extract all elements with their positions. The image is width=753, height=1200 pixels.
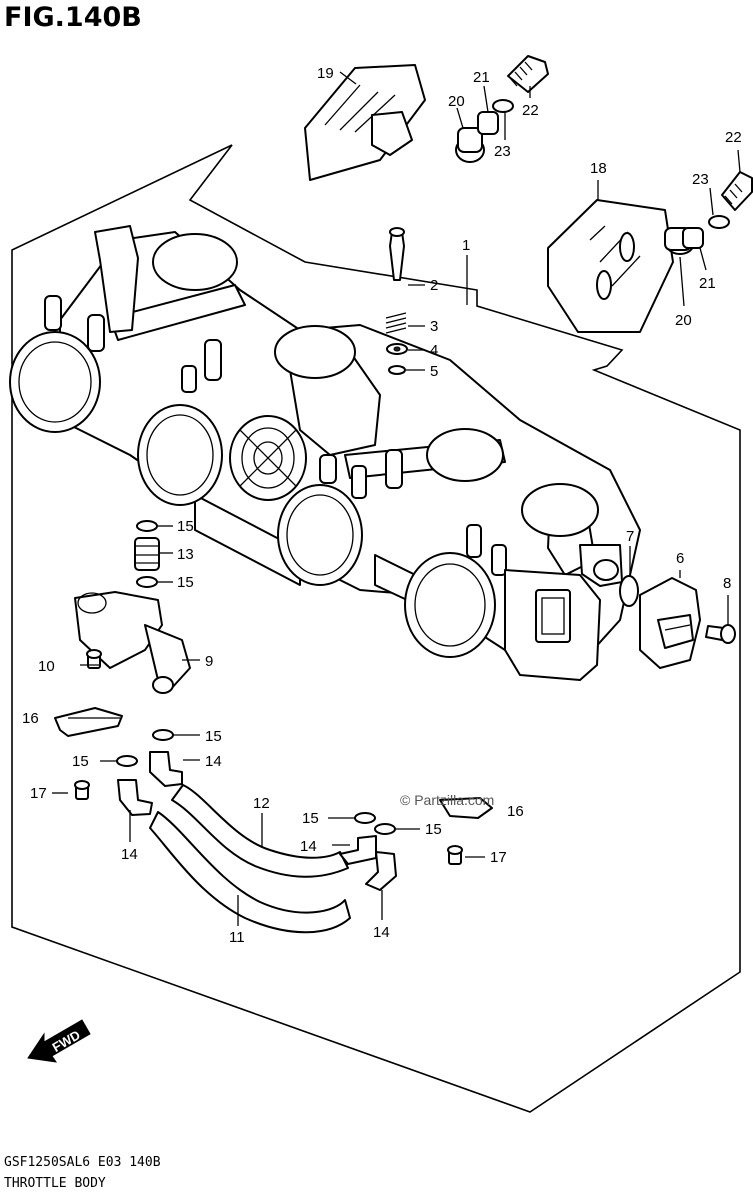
clamp-part-16-right[interactable]	[439, 797, 493, 819]
callout-18: 18	[590, 160, 607, 177]
callout-20-b: 20	[675, 312, 692, 329]
callout-15-c: 15	[205, 728, 222, 745]
callout-6: 6	[676, 550, 684, 567]
callout-15-f: 15	[425, 821, 442, 838]
callout-9: 9	[205, 653, 213, 670]
callout-8: 8	[723, 575, 731, 592]
callout-14-b: 14	[121, 846, 138, 863]
callout-17-a: 17	[30, 785, 47, 802]
callout-14-c: 14	[300, 838, 317, 855]
throttle-sensor-part-6[interactable]	[639, 577, 701, 669]
callout-19: 19	[317, 65, 334, 82]
forward-arrow: FWD	[27, 1019, 91, 1063]
callout-21-a: 21	[473, 69, 490, 86]
watermark: © Partzilla.com	[400, 792, 495, 808]
callout-22-a: 22	[522, 102, 539, 119]
o-ring-15e[interactable]	[354, 812, 376, 824]
callout-5: 5	[430, 363, 438, 380]
bolt-part-17-left[interactable]	[74, 780, 90, 800]
callout-23-b: 23	[692, 171, 709, 188]
o-ring-15d[interactable]	[116, 755, 138, 767]
callout-15-e: 15	[302, 810, 319, 827]
elbow-part-14-b[interactable]	[117, 779, 153, 816]
callout-20-a: 20	[448, 93, 465, 110]
callout-16-b: 16	[507, 803, 524, 820]
grommet-set-right[interactable]	[664, 171, 753, 255]
hose-part-11[interactable]	[149, 811, 351, 934]
callout-17-b: 17	[490, 849, 507, 866]
figure-title: FIG.140B	[4, 2, 142, 33]
callout-21-b: 21	[699, 275, 716, 292]
elbow-part-14-c[interactable]	[339, 835, 377, 865]
callout-15-a: 15	[177, 518, 194, 535]
assembly-outline	[11, 144, 741, 1113]
callout-11: 11	[229, 929, 245, 946]
o-ring-15b[interactable]	[136, 576, 158, 588]
callout-13: 13	[177, 546, 194, 563]
callout-15-d: 15	[72, 753, 89, 770]
throttle-body-assembly[interactable]	[9, 225, 641, 681]
callout-15-b: 15	[177, 574, 194, 591]
o-ring-15f[interactable]	[374, 823, 396, 835]
screw-part-8[interactable]	[705, 624, 736, 644]
callout-3: 3	[430, 318, 438, 335]
callout-1: 1	[462, 237, 470, 254]
leader-lines	[52, 71, 741, 926]
model-code: GSF1250SAL6 E03 140B	[4, 1155, 161, 1170]
callout-22-b: 22	[725, 129, 742, 146]
hose-part-12[interactable]	[171, 784, 349, 878]
callout-4: 4	[430, 342, 438, 359]
o-ring-part-7[interactable]	[619, 575, 639, 607]
callout-23-a: 23	[494, 143, 511, 160]
clamp-part-16-left[interactable]	[54, 707, 123, 737]
callout-2: 2	[430, 277, 438, 294]
grommet-set-upper-left[interactable]	[455, 55, 549, 163]
bolt-part-17-right[interactable]	[447, 845, 463, 865]
o-ring-15c[interactable]	[152, 729, 174, 741]
callout-16-a: 16	[22, 710, 39, 727]
callout-7: 7	[626, 528, 634, 545]
adjust-screw-stack[interactable]	[385, 227, 408, 375]
idle-valve-part-9[interactable]	[74, 591, 191, 694]
elbow-part-14-a[interactable]	[149, 751, 183, 787]
section-name: THROTTLE BODY	[4, 1176, 106, 1191]
elbow-part-14-d[interactable]	[365, 851, 397, 891]
sleeve-part-13[interactable]	[134, 537, 160, 571]
callout-14-d: 14	[373, 924, 390, 941]
part-18-cover[interactable]	[547, 199, 674, 333]
callout-14-a: 14	[205, 753, 222, 770]
part-19-cover[interactable]	[304, 64, 426, 181]
callout-10: 10	[38, 658, 55, 675]
callout-12: 12	[253, 795, 270, 812]
o-ring-15a[interactable]	[136, 520, 158, 532]
